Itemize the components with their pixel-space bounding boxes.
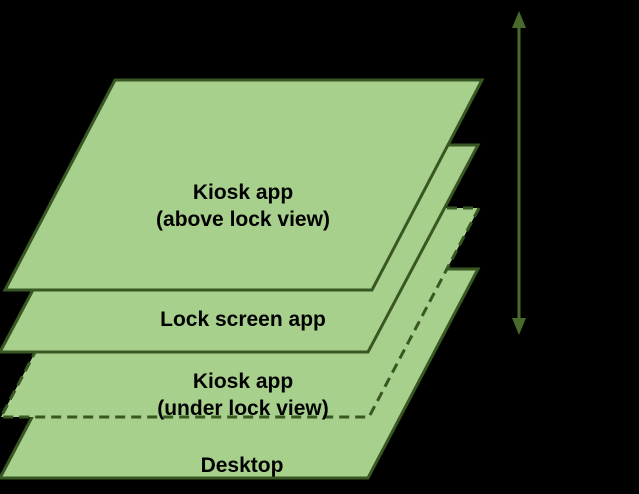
lock-screen-label: Lock screen app	[160, 308, 326, 331]
kiosk-above-lock-label-line1: Kiosk app	[193, 181, 293, 204]
kiosk-above-lock-label-line2: (above lock view)	[156, 208, 330, 231]
arrow-head-down	[512, 318, 526, 335]
kiosk-above-lock-plane	[2, 78, 485, 292]
arrow-head-up	[512, 11, 526, 28]
z-order-arrow-icon	[512, 11, 526, 335]
kiosk-under-lock-label-line2: (under lock view)	[157, 397, 329, 420]
kiosk-under-lock-label-line1: Kiosk app	[193, 370, 293, 393]
desktop-label: Desktop	[201, 454, 284, 477]
layer-kiosk-above-lock: Kiosk app (above lock view)	[2, 78, 485, 292]
